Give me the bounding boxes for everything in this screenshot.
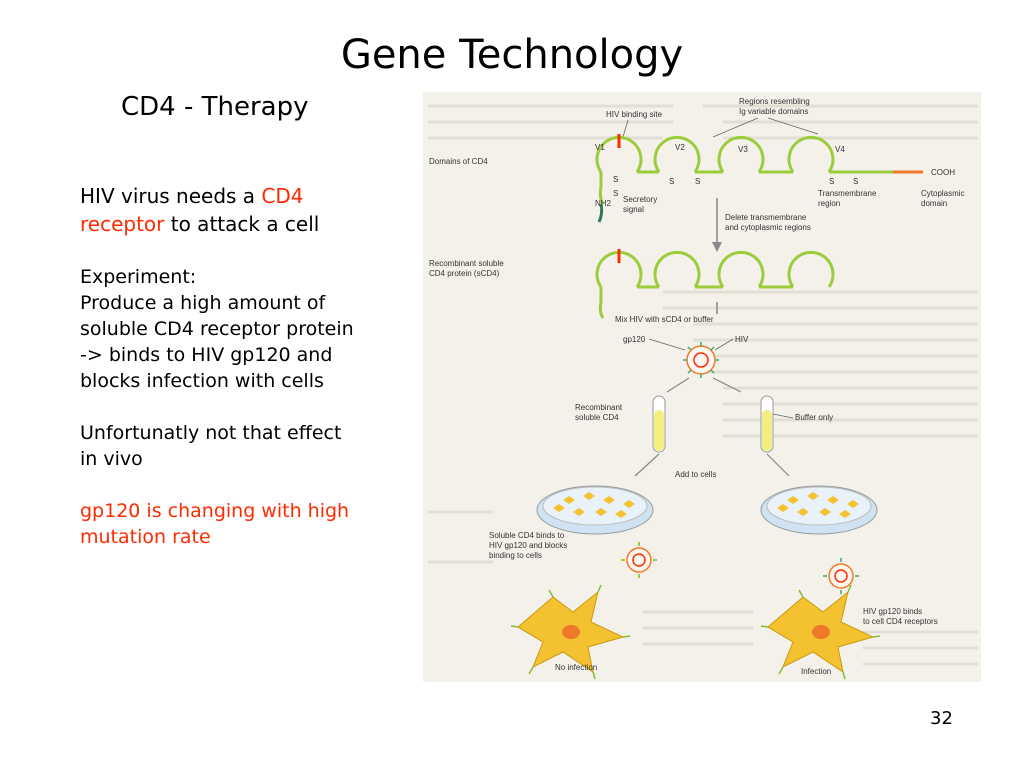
- secretory-signal-label: Secretory: [623, 195, 657, 204]
- experiment-label: Experiment:: [80, 266, 197, 288]
- v4-label: V4: [835, 145, 845, 154]
- s-label: S: [853, 177, 858, 186]
- cd4-therapy-figure: HIV binding site Regions resembling Ig v…: [423, 92, 981, 682]
- unfortunately-line: in vivo: [80, 448, 143, 470]
- hiv-needs-line-2: receptor to attack a cell: [80, 210, 410, 238]
- nh2-label: NH2: [595, 199, 612, 208]
- experiment-line: -> binds to HIV gp120 and: [80, 344, 333, 366]
- s-label: S: [829, 177, 834, 186]
- blocked-hiv-virion-icon: [621, 542, 657, 578]
- binding-hiv-virion-icon: [823, 558, 859, 594]
- delete-regions-label: Delete transmembrane: [725, 213, 807, 222]
- experiment-line: soluble CD4 receptor protein: [80, 318, 354, 340]
- delete-regions-label: and cytoplasmic regions: [725, 223, 811, 232]
- buffer-only-label: Buffer only: [795, 413, 833, 422]
- add-to-cells-label: Add to cells: [675, 470, 716, 479]
- cytoplasmic-label: domain: [921, 199, 947, 208]
- gp120-line: gp120 is changing with high: [80, 500, 350, 522]
- slide-body: HIV virus needs a CD4 receptor to attack…: [80, 182, 410, 550]
- transmembrane-label: region: [818, 199, 840, 208]
- recombinant-scd4-label: Recombinant soluble: [429, 259, 504, 268]
- recombinant-scd4-label: CD4 protein (sCD4): [429, 269, 500, 278]
- v3-label: V3: [738, 145, 748, 154]
- buffer-tube-icon: [760, 395, 774, 453]
- v1-label: V1: [595, 143, 605, 152]
- hiv-virion-icon: [683, 342, 719, 378]
- cd4-highlight: CD4: [261, 184, 304, 208]
- left-petri-dish-icon: [536, 485, 654, 535]
- scd4-domain-loops: [595, 250, 835, 319]
- soluble-binds-label: binding to cells: [489, 551, 542, 560]
- hiv-needs-text: HIV virus needs a: [80, 184, 262, 208]
- soluble-binds-label: HIV gp120 and blocks: [489, 541, 567, 550]
- recombinant-soluble-label: soluble CD4: [575, 413, 619, 422]
- scd4-tube-icon: [652, 395, 666, 453]
- hiv-needs-line-1: HIV virus needs a CD4: [80, 182, 410, 210]
- cytoplasmic-label: Cytoplasmic: [921, 189, 965, 198]
- transmembrane-label: Transmembrane: [818, 189, 877, 198]
- soluble-binds-label: Soluble CD4 binds to: [489, 531, 565, 540]
- receptor-highlight: receptor: [80, 212, 165, 236]
- hiv-binding-site-label: HIV binding site: [606, 110, 663, 119]
- slide-title: Gene Technology: [340, 32, 684, 78]
- s-label: S: [695, 177, 700, 186]
- page-number: 32: [930, 708, 953, 729]
- s-label: S: [613, 175, 618, 184]
- no-infection-label: No infection: [555, 663, 597, 672]
- hiv-gp120-binds-label: to cell CD4 receptors: [863, 617, 938, 626]
- secretory-signal-label: signal: [623, 205, 644, 214]
- cooh-label: COOH: [931, 168, 955, 177]
- hiv-label: HIV: [735, 335, 749, 344]
- infection-label: Infection: [801, 667, 831, 676]
- s-label: S: [613, 189, 618, 198]
- s-label: S: [669, 177, 674, 186]
- experiment-line: Produce a high amount of: [80, 292, 326, 314]
- background-page-text: [428, 104, 978, 666]
- infected-cell-icon: [760, 584, 881, 680]
- domains-of-cd4-label: Domains of CD4: [429, 157, 488, 166]
- unfortunately-line: Unfortunatly not that effect: [80, 422, 342, 444]
- right-petri-dish-icon: [760, 485, 878, 535]
- gp120-line: mutation rate: [80, 526, 211, 548]
- experiment-line: blocks infection with cells: [80, 370, 324, 392]
- regions-resembling-label: Regions resembling: [739, 97, 810, 106]
- slide-subtitle: CD4 - Therapy: [121, 92, 309, 122]
- attack-cell-text: to attack a cell: [164, 212, 320, 236]
- gp120-label: gp120: [623, 335, 646, 344]
- hiv-gp120-binds-label: HIV gp120 binds: [863, 607, 922, 616]
- v2-label: V2: [675, 143, 685, 152]
- regions-resembling-label: Ig variable domains: [739, 107, 808, 116]
- uninfected-cell-icon: [510, 584, 631, 680]
- mix-hiv-label: Mix HIV with sCD4 or buffer: [615, 315, 714, 324]
- recombinant-soluble-label: Recombinant: [575, 403, 623, 412]
